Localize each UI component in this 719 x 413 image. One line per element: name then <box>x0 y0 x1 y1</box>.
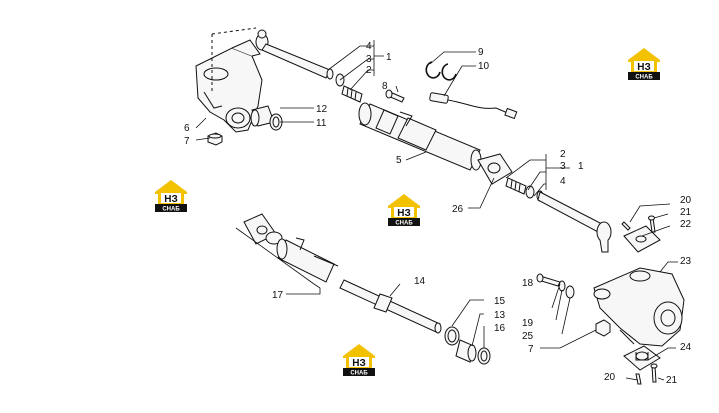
callout-25: 25 <box>522 331 534 342</box>
threaded-end-2-upper <box>341 85 363 103</box>
logo-top-text: НЗ <box>164 194 178 205</box>
logo-top-text: НЗ <box>352 358 366 369</box>
nut-7-left <box>207 132 223 146</box>
callout-10: 10 <box>478 61 490 72</box>
callout-13: 13 <box>494 310 506 321</box>
callout-4: 4 <box>560 176 566 187</box>
callout-21: 21 <box>680 207 692 218</box>
threaded-end-2-lower <box>505 177 527 195</box>
kingpin-cap-24 <box>623 345 661 371</box>
callout-11: 11 <box>316 118 327 129</box>
logo-top-text: НЗ <box>397 208 411 219</box>
callout-24: 24 <box>680 342 692 353</box>
callout-1: 1 <box>578 161 584 172</box>
left-steering-knuckle <box>195 27 263 133</box>
callout-16: 16 <box>494 323 506 334</box>
retaining-clips-9 <box>425 61 457 81</box>
callout-14: 14 <box>414 276 426 287</box>
callout-20: 20 <box>604 372 616 383</box>
callout-18: 18 <box>522 278 534 289</box>
callout-22: 22 <box>680 219 692 230</box>
logo-bottom-text: СНАБ <box>395 221 413 227</box>
callout-7: 7 <box>528 344 534 355</box>
fitting-20-upper <box>621 221 631 231</box>
callout-21: 21 <box>666 375 678 386</box>
callout-5: 5 <box>396 155 402 166</box>
steering-cylinder-5 <box>358 102 482 171</box>
callout-6: 6 <box>184 123 190 134</box>
leader-lines <box>195 40 678 381</box>
seal-16 <box>477 347 491 365</box>
callout-23: 23 <box>680 256 692 267</box>
seal-15 <box>444 326 460 346</box>
callout-9: 9 <box>478 47 484 58</box>
logo-bottom-text: СНАБ <box>635 75 653 81</box>
washer-19 <box>558 280 566 292</box>
logo-bottom-text: СНАБ <box>350 371 368 377</box>
callout-8: 8 <box>382 81 388 92</box>
ring-3-lower <box>525 185 535 199</box>
seal-11 <box>269 113 283 131</box>
callout-26: 26 <box>452 204 464 215</box>
bolt-18 <box>536 273 561 287</box>
upper-tie-rod <box>255 29 334 80</box>
right-steering-knuckle <box>593 267 685 347</box>
callout-7: 7 <box>184 136 190 147</box>
brand-logo: НЗ СНАБ <box>343 344 375 377</box>
logo-bottom-text: СНАБ <box>162 207 180 213</box>
callout-2: 2 <box>366 65 372 76</box>
bolt-21-upper <box>648 215 656 233</box>
callout-3: 3 <box>366 54 372 65</box>
piston-rod-14 <box>339 279 442 334</box>
callout-3: 3 <box>560 161 566 172</box>
callout-numbers: 4 3 2 1 9 10 8 12 11 6 7 5 2 3 1 4 26 17… <box>184 41 692 386</box>
parts <box>195 27 685 385</box>
callout-1: 1 <box>386 52 392 63</box>
fitting-20-lower <box>635 373 642 385</box>
callout-15: 15 <box>494 296 506 307</box>
callout-17: 17 <box>272 290 284 301</box>
lower-tie-rod <box>536 190 612 253</box>
brand-logo: НЗ СНАБ <box>628 48 660 81</box>
callout-4: 4 <box>366 41 372 52</box>
logo-top-text: НЗ <box>637 62 651 73</box>
callout-20: 20 <box>680 195 692 206</box>
callout-19: 19 <box>522 318 534 329</box>
bolt-21-lower <box>650 363 658 383</box>
brand-logo: НЗ СНАБ <box>155 180 187 213</box>
sensor-10 <box>429 92 518 120</box>
callout-12: 12 <box>316 104 328 115</box>
flange-26 <box>477 153 513 185</box>
cylinder-assembly-17 <box>243 213 339 283</box>
callout-2: 2 <box>560 149 566 160</box>
bushing-25 <box>565 285 575 299</box>
bolt-8 <box>385 89 405 103</box>
nut-7-right <box>595 319 611 337</box>
bushing-12 <box>250 105 275 127</box>
brand-logo: НЗ СНАБ <box>388 194 420 227</box>
